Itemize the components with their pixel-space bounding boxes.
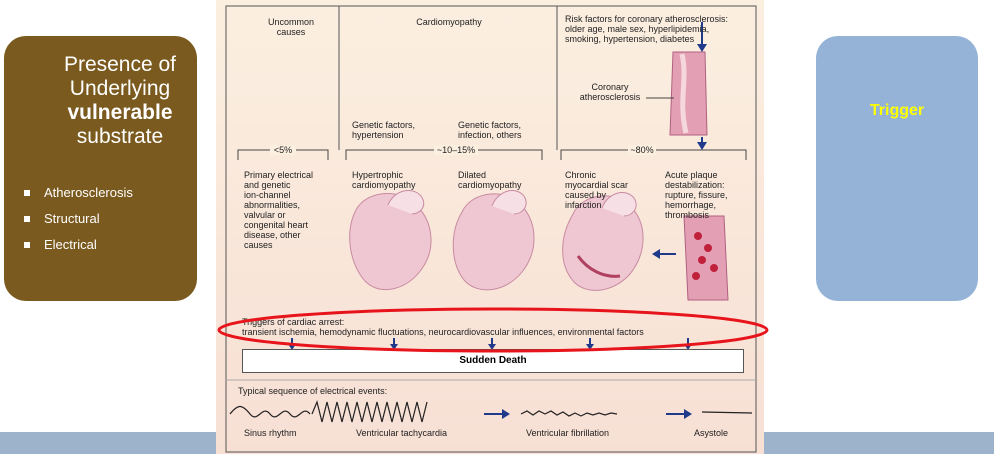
- scar-region: [576, 255, 621, 278]
- rhythm-label: Asystole: [694, 428, 729, 438]
- blood-cell: [692, 272, 700, 280]
- percent-label: ~80%: [628, 145, 656, 155]
- arrowhead-icon: [502, 409, 510, 419]
- sequence-heading: Typical sequence of electrical events:: [238, 386, 388, 396]
- square-bullet-icon: [24, 242, 30, 248]
- coronary-artery-icon: [669, 51, 708, 136]
- rhythm-label: Sinus rhythm: [244, 428, 297, 438]
- artery-lumen: [679, 53, 689, 134]
- trigger-panel: Trigger: [816, 36, 978, 301]
- rhythm-label: Ventricular tachycardia: [356, 428, 448, 438]
- arrowhead-icon: [684, 409, 692, 419]
- ventricular-fibrillation-trace: [520, 410, 618, 417]
- aorta-shape: [601, 192, 637, 217]
- title-line: substrate: [76, 125, 164, 148]
- bracket-b: [345, 149, 543, 160]
- aorta-shape: [491, 190, 527, 215]
- sinus-rhythm-trace: [229, 405, 311, 418]
- substrate-panel: Presence of Underlying vulnerable substr…: [4, 36, 197, 301]
- title-line: Presence of: [63, 53, 177, 76]
- list-item: Electrical: [24, 236, 133, 262]
- substrate-title: Presence of Underlying vulnerable substr…: [50, 53, 190, 149]
- genetic-factors-a: Genetic factors,hypertension: [352, 120, 416, 140]
- asystole-trace: [701, 411, 753, 414]
- blood-cell: [694, 232, 702, 240]
- percent-label: <5%: [270, 145, 296, 155]
- list-item: Atherosclerosis: [24, 184, 133, 210]
- list-item-label: Atherosclerosis: [44, 185, 133, 200]
- diagram-graphics: [225, 5, 757, 453]
- list-item: Structural: [24, 210, 133, 236]
- arrowhead-icon: [697, 44, 707, 52]
- title-line: Underlying: [69, 77, 171, 100]
- triggers-text: Triggers of cardiac arrest:transient isc…: [242, 317, 644, 337]
- rhythm-label: Ventricular fibrillation: [526, 428, 610, 438]
- substrate-list: Atherosclerosis Structural Electrical: [24, 184, 133, 262]
- blood-cell: [704, 244, 712, 252]
- arrowhead-icon: [652, 249, 660, 259]
- aorta-shape: [387, 190, 425, 215]
- list-item-label: Electrical: [44, 237, 97, 252]
- sudden-death-box: Sudden Death: [242, 349, 744, 373]
- square-bullet-icon: [24, 216, 30, 222]
- diagram-border: [225, 5, 757, 453]
- bracket-a: [237, 149, 329, 160]
- trigger-label: Trigger: [869, 102, 925, 119]
- percent-label: ~10–15%: [434, 145, 478, 155]
- blood-cell: [698, 256, 706, 264]
- genetic-factors-b: Genetic factors,infection, others: [458, 120, 522, 140]
- blood-cell: [710, 264, 718, 272]
- arrowhead-icon: [697, 142, 707, 150]
- title-bold-word: vulnerable: [67, 101, 173, 124]
- bracket-c: [560, 149, 747, 160]
- list-item-label: Structural: [44, 211, 100, 226]
- sudden-death-label: Sudden Death: [459, 355, 527, 366]
- cardiomyopathy-heading: Cardiomyopathy: [416, 17, 482, 27]
- risk-factors-text: Risk factors for coronary atherosclerosi…: [565, 14, 729, 44]
- square-bullet-icon: [24, 190, 30, 196]
- ruptured-plaque-vessel-icon: [683, 215, 729, 301]
- ventricular-tachycardia-trace: [311, 400, 428, 423]
